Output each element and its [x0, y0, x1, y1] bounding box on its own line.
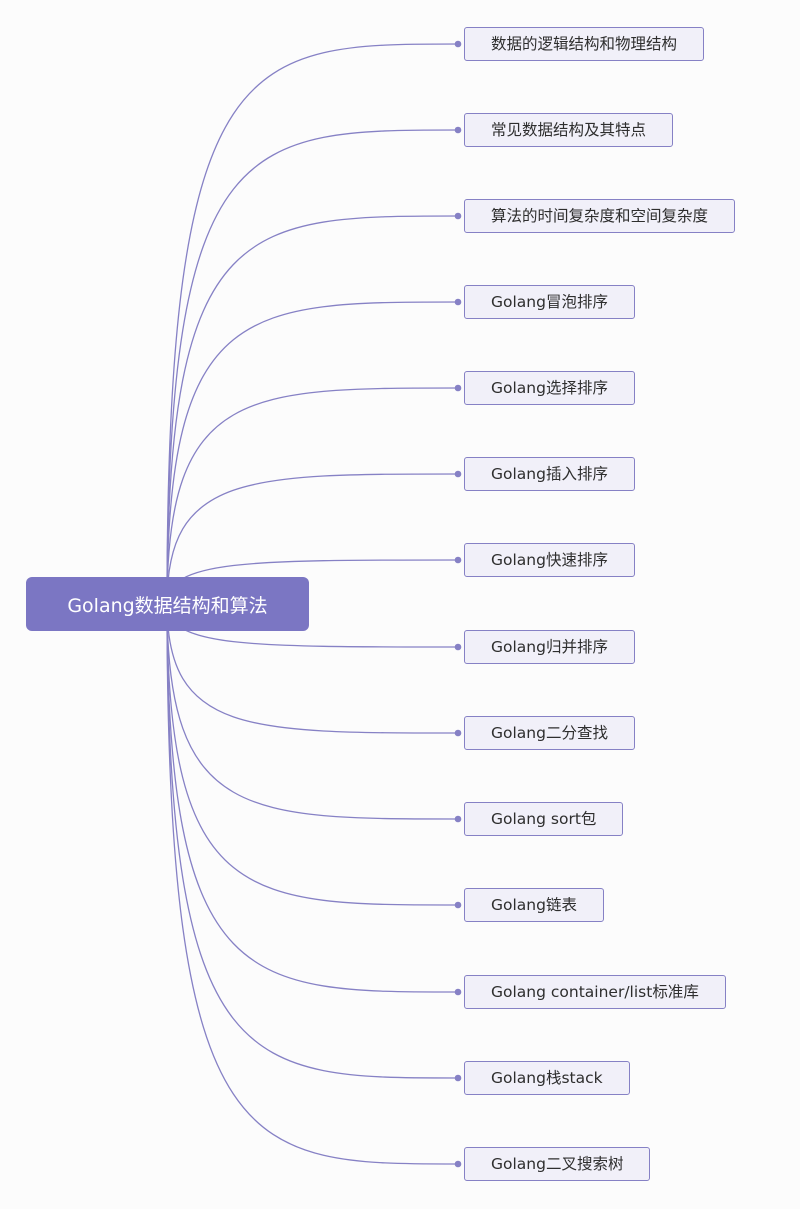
connector-dot-2: [454, 212, 462, 220]
child-node-stack[interactable]: Golang栈stack: [464, 1061, 630, 1095]
connector-dot-6: [454, 556, 462, 564]
child-node-insertion-sort[interactable]: Golang插入排序: [464, 457, 635, 491]
connector-line-5: [166, 473, 459, 605]
connector-line-0: [166, 43, 459, 605]
child-node-container-list[interactable]: Golang container/list标准库: [464, 975, 726, 1009]
child-node-selection-sort[interactable]: Golang选择排序: [464, 371, 635, 405]
connector-line-13: [166, 603, 459, 1165]
connector-dot-12: [454, 1074, 462, 1082]
child-node-logical-physical-structure[interactable]: 数据的逻辑结构和物理结构: [464, 27, 705, 61]
connector-dot-7: [454, 643, 462, 651]
child-node-quick-sort[interactable]: Golang快速排序: [464, 543, 635, 577]
connector-dot-0: [454, 40, 462, 48]
connector-line-3: [166, 301, 459, 605]
child-node-sort-package[interactable]: Golang sort包: [464, 802, 624, 836]
connector-line-10: [166, 603, 459, 906]
connector-line-8: [166, 603, 459, 734]
connector-dot-8: [454, 729, 462, 737]
connector-line-12: [166, 603, 459, 1079]
child-node-linked-list[interactable]: Golang链表: [464, 888, 604, 922]
connector-dot-13: [454, 1160, 462, 1168]
child-node-binary-search-tree[interactable]: Golang二叉搜索树: [464, 1147, 651, 1181]
connector-dot-4: [454, 384, 462, 392]
connector-dot-11: [454, 988, 462, 996]
connector-dot-3: [454, 298, 462, 306]
root-node[interactable]: Golang数据结构和算法: [26, 577, 309, 631]
child-node-merge-sort[interactable]: Golang归并排序: [464, 630, 635, 664]
child-node-complexity[interactable]: 算法的时间复杂度和空间复杂度: [464, 199, 736, 233]
child-node-binary-search[interactable]: Golang二分查找: [464, 716, 635, 750]
connector-dot-5: [454, 470, 462, 478]
connector-line-9: [166, 603, 459, 820]
child-node-bubble-sort[interactable]: Golang冒泡排序: [464, 285, 635, 319]
child-node-common-data-structures[interactable]: 常见数据结构及其特点: [464, 113, 674, 147]
connector-dot-10: [454, 901, 462, 909]
connector-dot-9: [454, 815, 462, 823]
connector-line-2: [166, 215, 459, 605]
connector-dot-1: [454, 126, 462, 134]
connector-line-4: [166, 387, 459, 605]
connector-line-11: [166, 603, 459, 993]
connector-line-1: [166, 129, 459, 605]
